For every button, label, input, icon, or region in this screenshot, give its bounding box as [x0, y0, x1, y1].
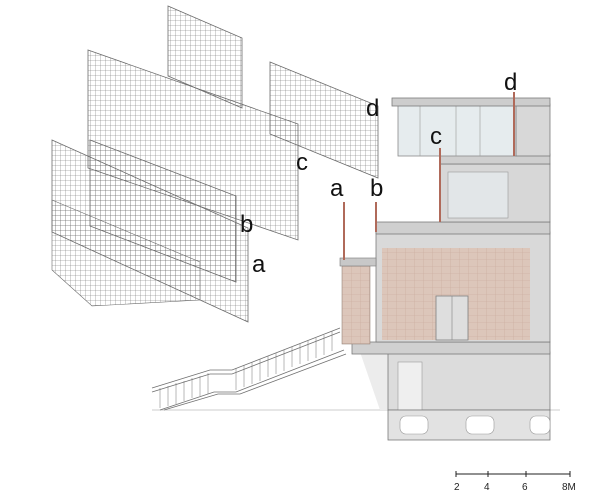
top-pavilion-glass [397, 103, 517, 157]
scale-tick-8m: 8M [562, 482, 576, 493]
exploded-label-a: a [252, 251, 266, 278]
foundation-void-2 [465, 415, 495, 435]
brick-column [341, 265, 371, 345]
exploded-label-c: c [296, 149, 308, 176]
top-pavilion-wall [515, 103, 551, 157]
level-1-slab [351, 341, 551, 355]
ground-shadow [360, 352, 392, 410]
mesh-screen-c [87, 49, 299, 241]
foundation-void-3 [529, 415, 551, 435]
exploded-screens: d c b a [51, 5, 379, 323]
level-2-slab [375, 221, 551, 235]
scale-bar: 2 4 6 8M [454, 471, 576, 493]
foundation-void-1 [399, 415, 429, 435]
balcony-a [339, 257, 377, 267]
scale-tick-4: 4 [484, 482, 490, 493]
scale-tick-6: 6 [522, 482, 528, 493]
exploded-label-b: b [240, 211, 253, 238]
building-section: a b c d [330, 69, 551, 441]
section-label-d: d [504, 69, 517, 96]
mesh-screen-d-right [269, 61, 379, 179]
lower-wall-left [397, 361, 423, 411]
exploded-label-d: d [366, 95, 379, 122]
section-label-a: a [330, 175, 344, 202]
scale-tick-2: 2 [454, 482, 460, 493]
mesh-screen-a-lower [51, 199, 201, 307]
roof-slab [391, 97, 551, 107]
section-label-b: b [370, 175, 383, 202]
section-label-c: c [430, 123, 442, 150]
level-2-window [447, 171, 509, 219]
